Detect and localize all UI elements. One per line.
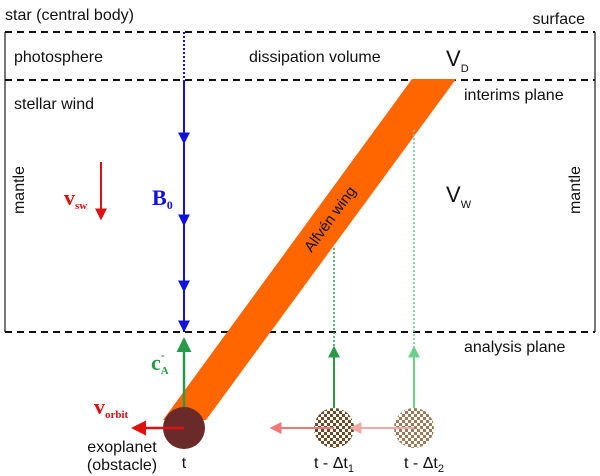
obstacle-label: (obstacle) xyxy=(87,457,157,474)
analysis-plane-label: analysis plane xyxy=(464,339,566,356)
b0-label: B0 xyxy=(152,185,173,212)
ca-label: cA- xyxy=(151,348,169,377)
stellar-wind-label: stellar wind xyxy=(14,96,94,113)
vorbit-label: vorbit xyxy=(94,394,129,421)
exoplanet-label: exoplanet xyxy=(87,439,157,456)
vd-label: VD xyxy=(446,46,469,75)
time-t2-label: t - Δt2 xyxy=(404,455,444,475)
interims-plane-label: interims plane xyxy=(464,87,564,104)
star-label: star (central body) xyxy=(5,7,134,24)
vw-label: VW xyxy=(446,182,472,211)
dissipation-volume-label: dissipation volume xyxy=(249,49,381,66)
vsw-label: vsw xyxy=(64,185,87,212)
mantle-right-label: mantle xyxy=(567,166,584,214)
photosphere-label: photosphere xyxy=(14,49,103,66)
time-t1-label: t - Δt1 xyxy=(314,455,354,475)
surface-label: surface xyxy=(533,11,586,28)
time-t-label: t xyxy=(182,455,187,472)
alfven-wing-band xyxy=(163,79,456,420)
mantle-left-label: mantle xyxy=(11,166,28,214)
